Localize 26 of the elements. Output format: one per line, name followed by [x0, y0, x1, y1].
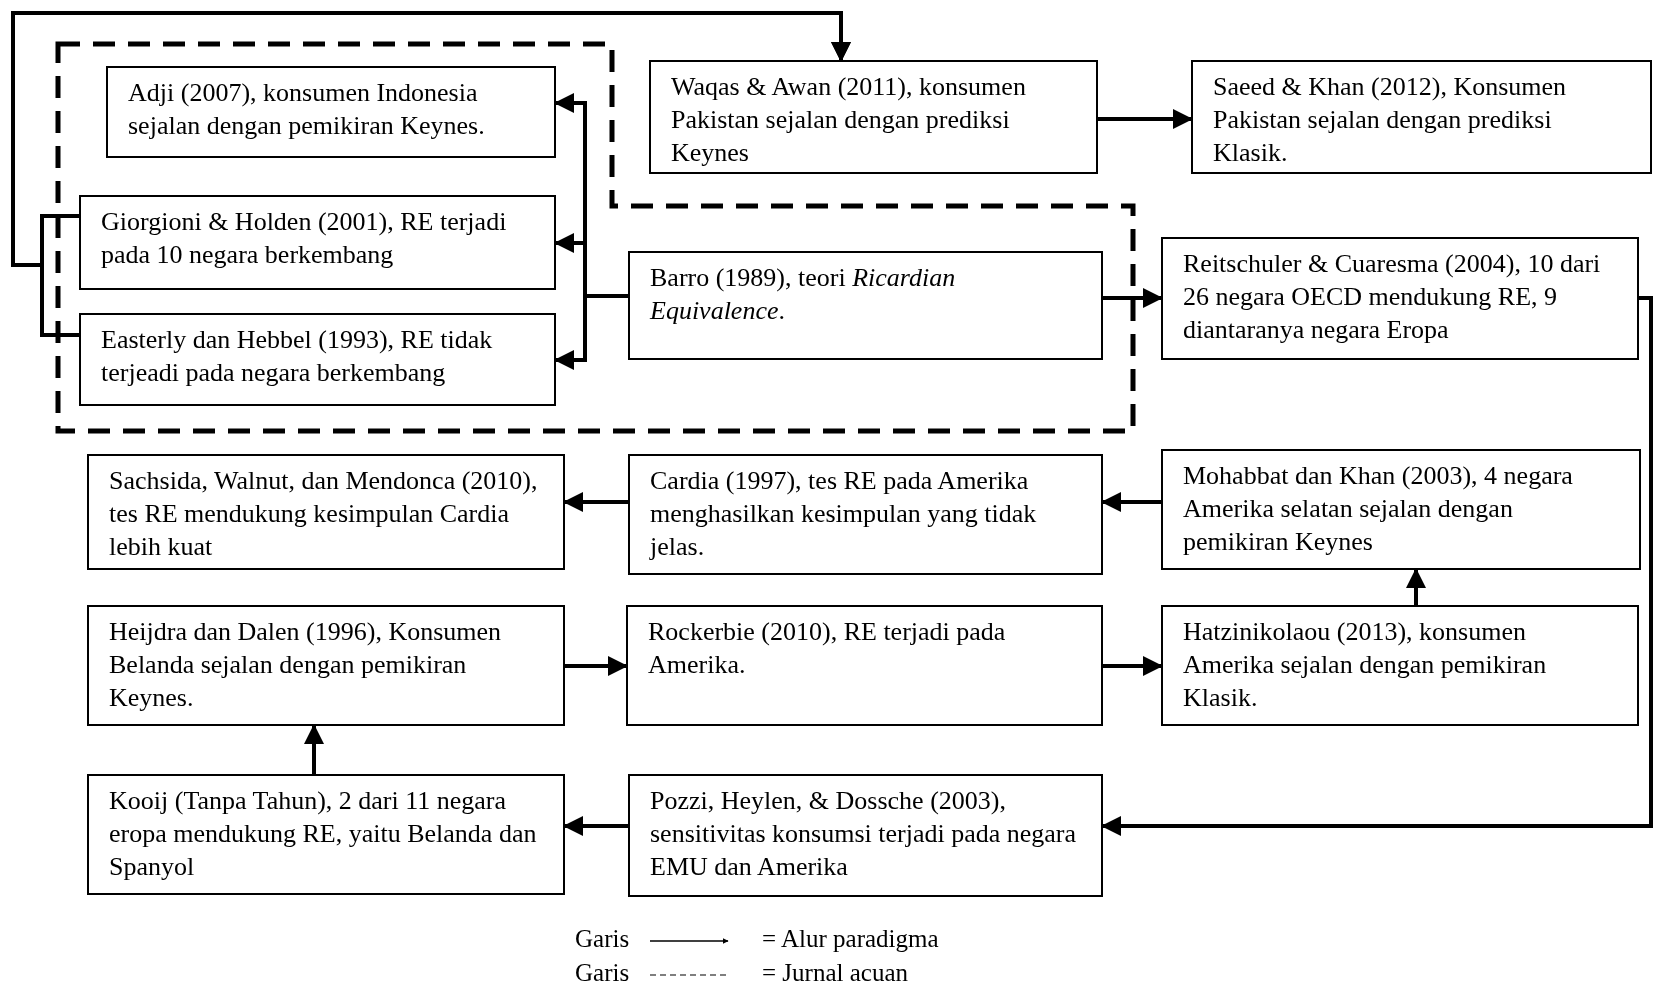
study-box: Mohabbat dan Khan (2003), 4 negara Amerika selatan sejalan dengan pemikiran Keynes: [1161, 449, 1641, 570]
study-box: Reitschuler & Cuaresma (2004), 10 dari 26 negara OECD mendukung RE, 9 diantaranya negara Eropa: [1161, 237, 1639, 360]
arrow: [565, 656, 628, 676]
study-box: Rockerbie (2010), RE terjadi pada Amerika.: [626, 605, 1103, 726]
arrow: [1103, 656, 1163, 676]
line-type-label: Garis: [575, 924, 630, 954]
study-box: Cardia (1997), tes RE pada Amerika menghasilkan kesimpulan yang tidak jelas.: [628, 454, 1103, 575]
legend-text: = Jurnal acuan: [762, 958, 908, 988]
study-box: Kooij (Tanpa Tahun), 2 dari 11 negara eropa mendukung RE, yaitu Belanda dan Spanyol: [87, 774, 565, 895]
study-box: Barro (1989), teori Ricardian Equivalence.: [628, 251, 1103, 360]
study-box: Giorgioni & Holden (2001), RE terjadi pada 10 negara berkembang: [79, 195, 556, 290]
arrow: [304, 724, 324, 774]
arrow: [11, 11, 851, 337]
arrow: [1406, 568, 1426, 605]
arrow: [1103, 288, 1163, 308]
study-box: Sachsida, Walnut, dan Mendonca (2010), tes RE mendukung kesimpulan Cardia lebih kuat: [87, 454, 565, 570]
study-box: Saeed & Khan (2012), Konsumen Pakistan sejalan dengan prediksi Klasik.: [1191, 60, 1652, 174]
line-type-label: Garis: [575, 958, 630, 988]
study-box: Hatzinikolaou (2013), konsumen Amerika sejalan dengan pemikiran Klasik.: [1161, 605, 1639, 726]
study-box: Heijdra dan Dalen (1996), Konsumen Belanda sejalan dengan pemikiran Keynes.: [87, 605, 565, 726]
study-box: Easterly dan Hebbel (1993), RE tidak terjeadi pada negara berkembang: [79, 313, 556, 406]
legend-text: = Alur paradigma: [762, 924, 939, 954]
study-box: Waqas & Awan (2011), konsumen Pakistan sejalan dengan prediksi Keynes: [649, 60, 1098, 174]
study-box: Pozzi, Heylen, & Dossche (2003), sensitivitas konsumsi terjadi pada negara EMU dan Amerika: [628, 774, 1103, 897]
arrow: [1098, 109, 1193, 129]
study-box: Adji (2007), konsumen Indonesia sejalan dengan pemikiran Keynes.: [106, 66, 556, 158]
